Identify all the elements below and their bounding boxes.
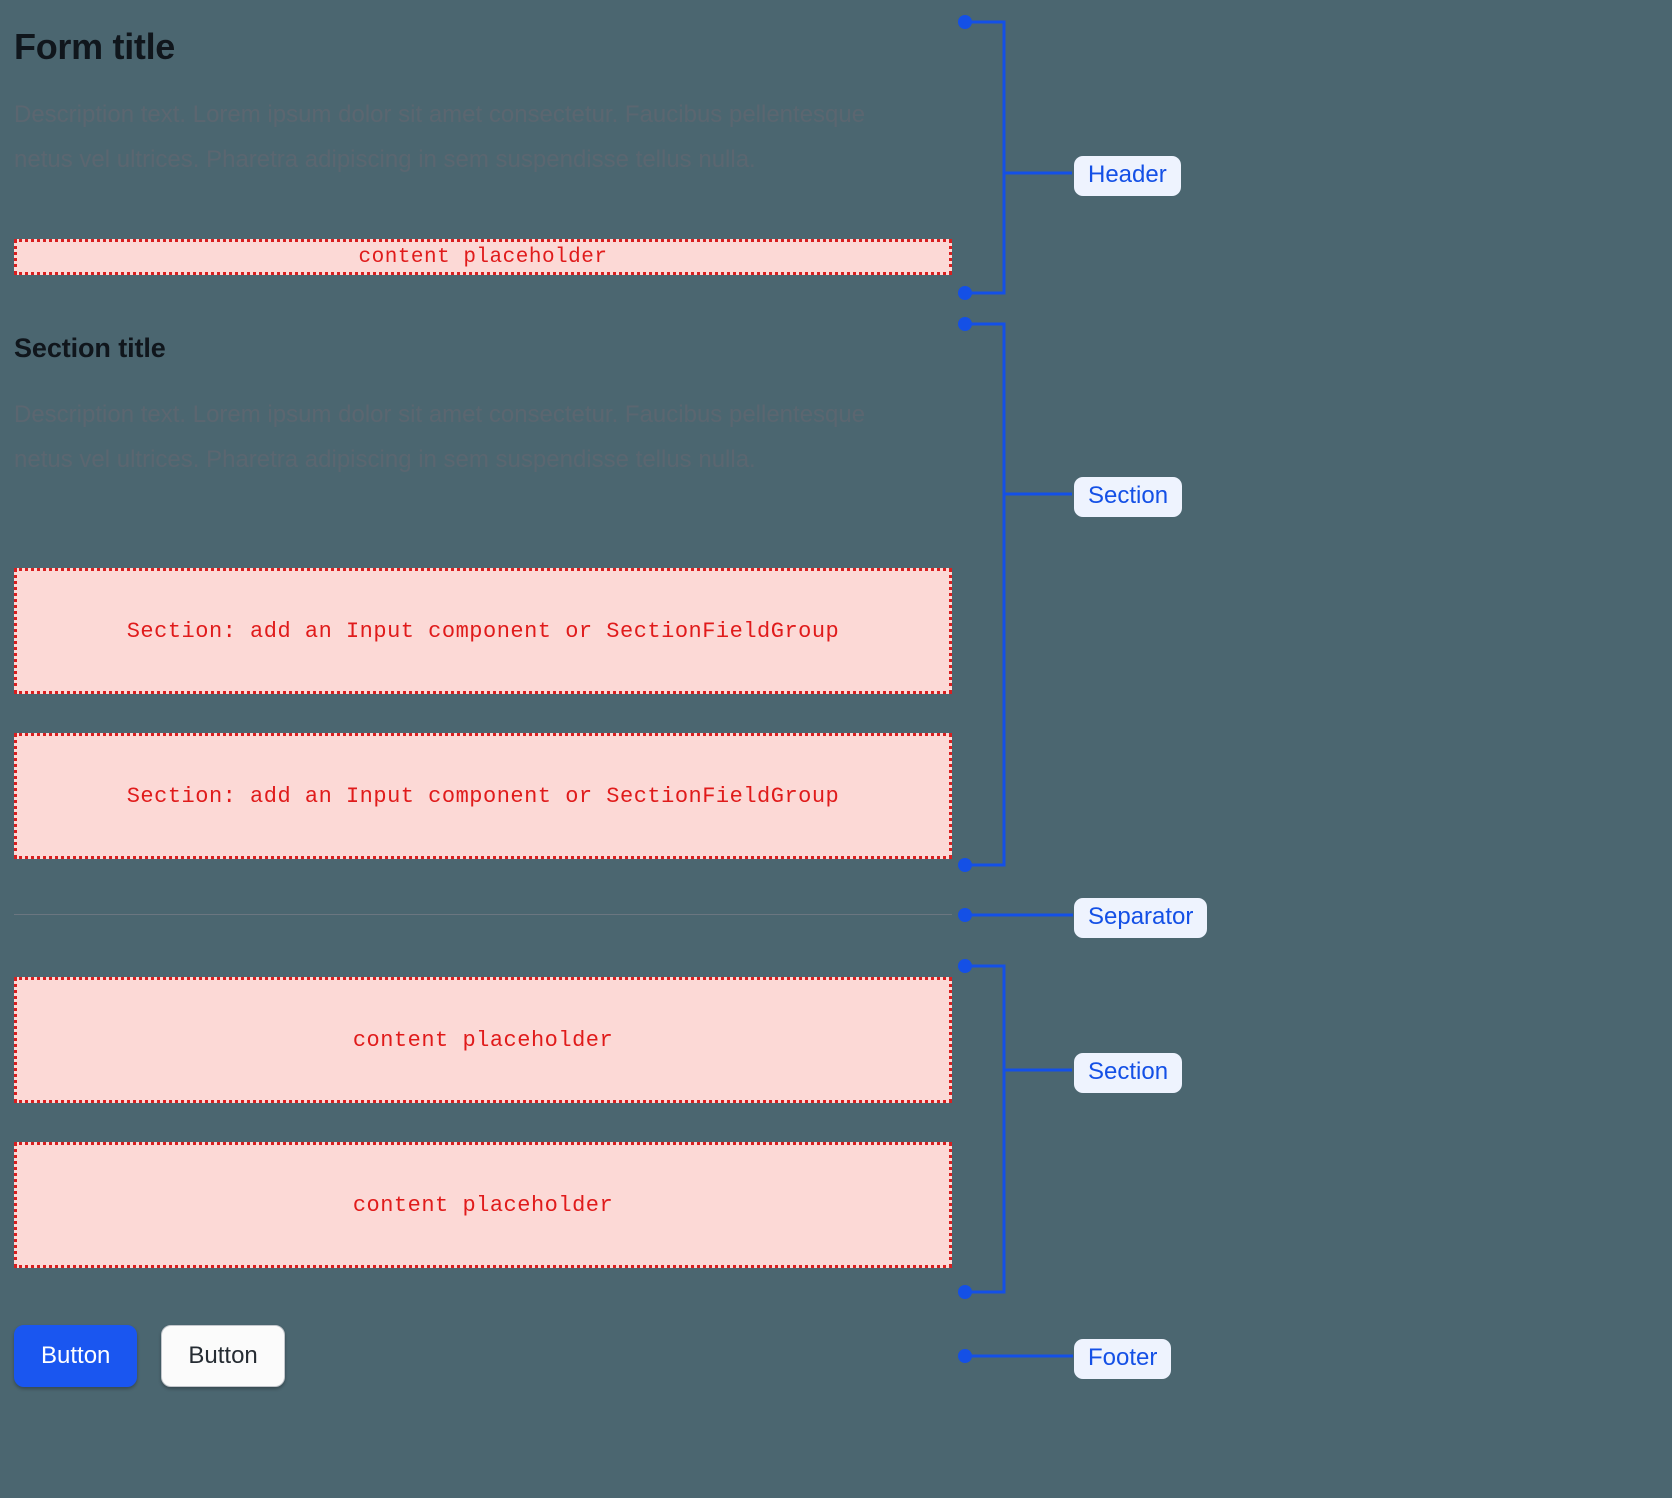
form-title: Form title xyxy=(14,26,176,67)
secondary-button[interactable]: Button xyxy=(161,1325,285,1387)
section-title: Section title xyxy=(14,333,166,363)
header-bracket xyxy=(965,20,1006,295)
primary-button[interactable]: Button xyxy=(14,1325,138,1387)
annotation-label-section[interactable]: Section xyxy=(1074,477,1183,517)
annotation-label-separator[interactable]: Separator xyxy=(1074,898,1208,938)
section-description: Description text. Lorem ipsum dolor sit … xyxy=(14,401,866,473)
header-content-placeholder: content placeholder xyxy=(14,239,952,275)
annotation-label-header[interactable]: Header xyxy=(1074,156,1181,196)
section-field-placeholder: Section: add an Input component or Secti… xyxy=(14,733,952,859)
form-description: Description text. Lorem ipsum dolor sit … xyxy=(14,101,866,173)
section-bracket xyxy=(965,322,1006,867)
annotation-label-lower-section[interactable]: Section xyxy=(1074,1053,1183,1093)
separator xyxy=(14,914,952,915)
form-preview: Form title Description text. Lorem ipsum… xyxy=(14,0,952,1498)
lower-section-bracket xyxy=(965,964,1006,1294)
lower-section-content-placeholder: content placeholder xyxy=(14,977,952,1103)
annotation-anchor-dots xyxy=(958,15,972,1363)
annotation-label-footer[interactable]: Footer xyxy=(1074,1339,1172,1379)
section-field-placeholder: Section: add an Input component or Secti… xyxy=(14,568,952,694)
footer-actions: Button Button xyxy=(14,1325,285,1387)
lower-section-content-placeholder: content placeholder xyxy=(14,1142,952,1268)
